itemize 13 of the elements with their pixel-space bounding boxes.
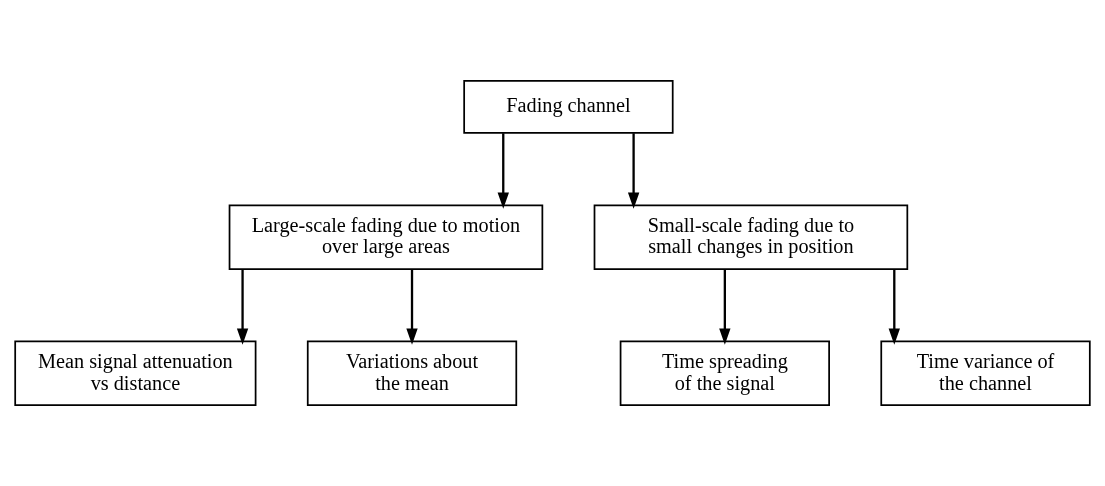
arrow [406,269,418,345]
node-box: Time variance of the channel [880,340,1091,407]
arrow [719,269,731,345]
node-box: Time spreading of the signal [619,340,830,407]
node-box: Small-scale fading due to small changes in position [593,204,909,270]
node-box: Mean signal attenuation vs distance [14,340,257,407]
arrow [236,269,249,345]
arrow [627,133,640,209]
node-box: Large-scale fading due to motion over large areas [228,204,544,270]
arrow [888,269,900,345]
node-box: Fading channel [463,79,674,134]
node-box: Variations about the mean [306,340,518,407]
arrow [497,133,509,209]
